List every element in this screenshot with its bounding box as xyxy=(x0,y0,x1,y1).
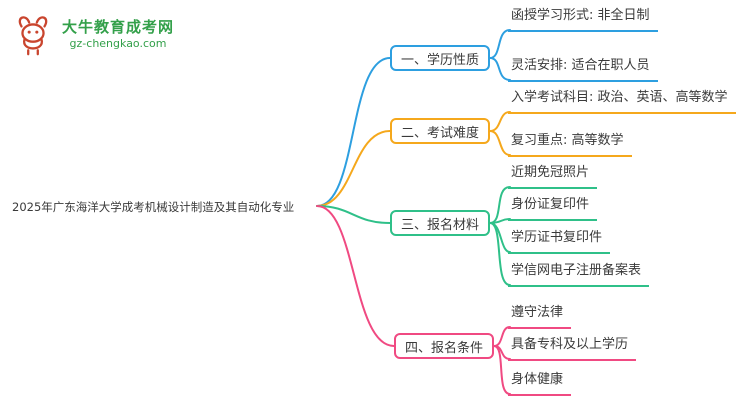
leaf-node: 学历证书复印件 xyxy=(508,229,611,254)
site-logo[interactable]: 大牛教育成考网 gz-chengkao.com xyxy=(10,12,174,58)
leaf-connector xyxy=(489,222,511,286)
leaf-connector xyxy=(489,218,511,224)
leaf-node: 入学考试科目: 政治、英语、高等数学 xyxy=(508,89,736,114)
branch-node-exam-difficulty: 二、考试难度 xyxy=(390,118,490,144)
leaf-connector xyxy=(489,222,511,253)
branch-node-conditions: 四、报名条件 xyxy=(394,333,494,359)
leaf-node: 灵活安排: 适合在职人员 xyxy=(508,57,658,82)
leaf-node: 函授学习形式: 非全日制 xyxy=(508,7,658,32)
bull-icon xyxy=(18,16,48,56)
leaf-connector xyxy=(489,57,511,81)
branch1-connector xyxy=(316,57,391,207)
branch3-connector xyxy=(316,205,391,224)
mindmap-root-topic: 2025年广东海洋大学成考机械设计制造及其自动化专业 xyxy=(12,200,295,214)
leaf-node: 遵守法律 xyxy=(508,304,572,329)
leaf-connector xyxy=(489,130,511,156)
leaf-node: 近期免冠照片 xyxy=(508,164,598,189)
branch-node-materials: 三、报名材料 xyxy=(390,210,490,236)
leaf-node: 复习重点: 高等数学 xyxy=(508,132,632,157)
leaf-node: 学信网电子注册备案表 xyxy=(508,262,650,287)
leaf-node: 身体健康 xyxy=(508,371,572,396)
branch2-connector xyxy=(316,130,391,207)
branch-node-degree-nature: 一、学历性质 xyxy=(390,45,490,71)
leaf-node: 身份证复印件 xyxy=(508,196,598,221)
leaf-connector xyxy=(493,345,511,395)
branch4-connector xyxy=(316,205,395,347)
leaf-node: 具备专科及以上学历 xyxy=(508,336,637,361)
site-logo-text: 大牛教育成考网 gz-chengkao.com xyxy=(62,18,175,51)
leaf-connector xyxy=(489,186,511,224)
leaf-connector xyxy=(489,29,511,59)
site-name: 大牛教育成考网 xyxy=(62,18,175,37)
site-domain: gz-chengkao.com xyxy=(69,37,167,51)
leaf-connector xyxy=(489,111,511,132)
